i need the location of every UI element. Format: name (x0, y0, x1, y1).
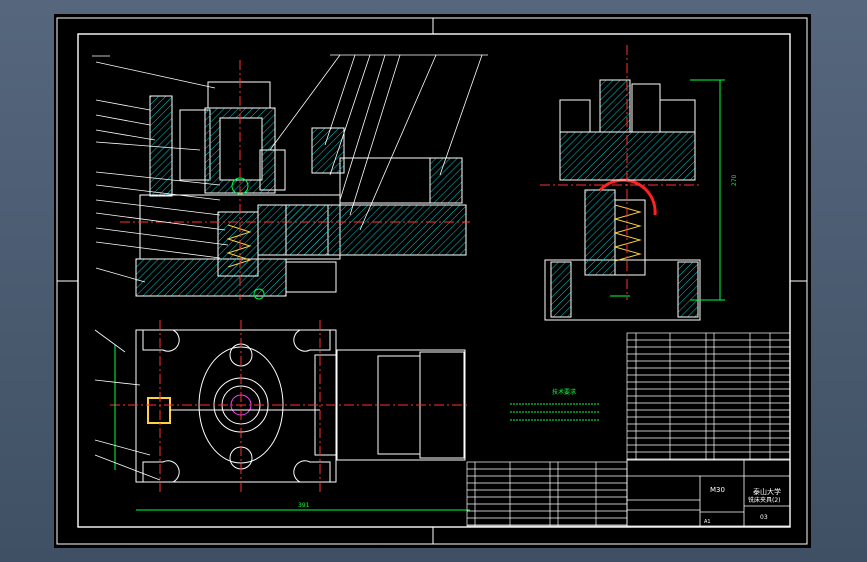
plan-width-dim: 391 (298, 502, 310, 509)
side-view (540, 45, 725, 321)
title-sheet: A1 (704, 519, 711, 525)
front-view (120, 60, 470, 300)
title-drawing-no: 03 (760, 514, 768, 521)
plan-view (94, 320, 470, 511)
notes-heading: 技术要求 (552, 388, 576, 396)
parts-list-left (466, 461, 628, 527)
title-school: 泰山大学 (753, 487, 781, 496)
title-scale-code: M30 (710, 486, 725, 494)
balloon-leaders (92, 54, 488, 283)
title-drawing-name: 铣床夹具(2) (748, 496, 781, 504)
technical-notes: 技术要求 (510, 388, 600, 421)
parts-list-right (626, 332, 791, 461)
side-height-dim: 270 (731, 174, 738, 186)
centering-marks (57, 18, 807, 544)
title-block (626, 459, 791, 527)
